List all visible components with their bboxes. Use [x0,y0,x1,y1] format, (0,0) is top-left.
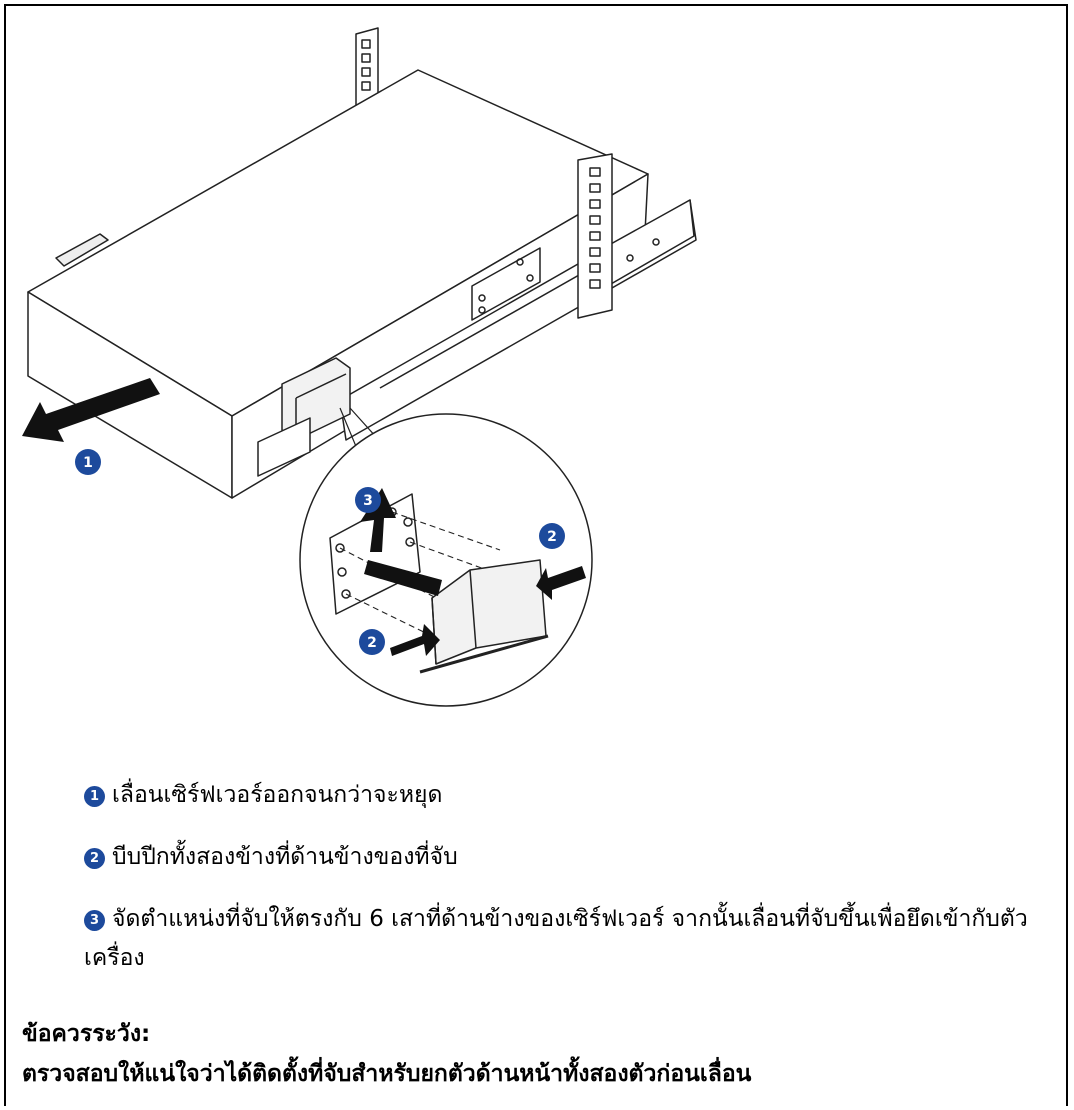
svg-text:3: 3 [363,493,373,509]
step-number-icon: 3 [84,910,105,931]
squeeze-arrow-right [536,566,586,600]
step-text: จัดตำแหน่งที่จับให้ตรงกับ 6 เสาที่ด้านข้… [84,906,1028,971]
server-handle-illustration: 1 2 2 3 [22,27,697,707]
step-number-icon: 2 [84,848,105,869]
svg-text:2: 2 [367,635,377,651]
slide-arrow [364,560,442,596]
squeeze-arrow-left [390,624,440,656]
svg-text:2: 2 [547,529,557,545]
rack-post-back [361,39,371,91]
caution-title: ข้อควรระวัง: [22,1021,151,1047]
callout-1: 1 [75,449,101,475]
step-text: เลื่อนเซิร์ฟเวอร์ออกจนกว่าจะหยุด [112,782,443,808]
callout-2-right: 2 [539,523,565,549]
document-frame [4,4,1068,1106]
installed-handle [281,357,351,441]
step-number-icon: 1 [84,786,105,807]
lift-arrow [360,488,396,552]
pull-arrow [22,378,160,442]
step-text: บีบปีกทั้งสองข้างที่ด้านข้างของที่จับ [112,844,458,870]
callout-2-left: 2 [359,629,385,655]
callout-3: 3 [355,487,381,513]
step-2: 2 บีบปีกทั้งสองข้างที่ด้านข้างของที่จับ [84,838,1034,877]
caution-text: ตรวจสอบให้แน่ใจว่าได้ติดตั้งที่จับสำหรับ… [22,1061,752,1087]
step-1: 1 เลื่อนเซิร์ฟเวอร์ออกจนกว่าจะหยุด [84,776,1034,815]
svg-text:1: 1 [83,455,93,471]
